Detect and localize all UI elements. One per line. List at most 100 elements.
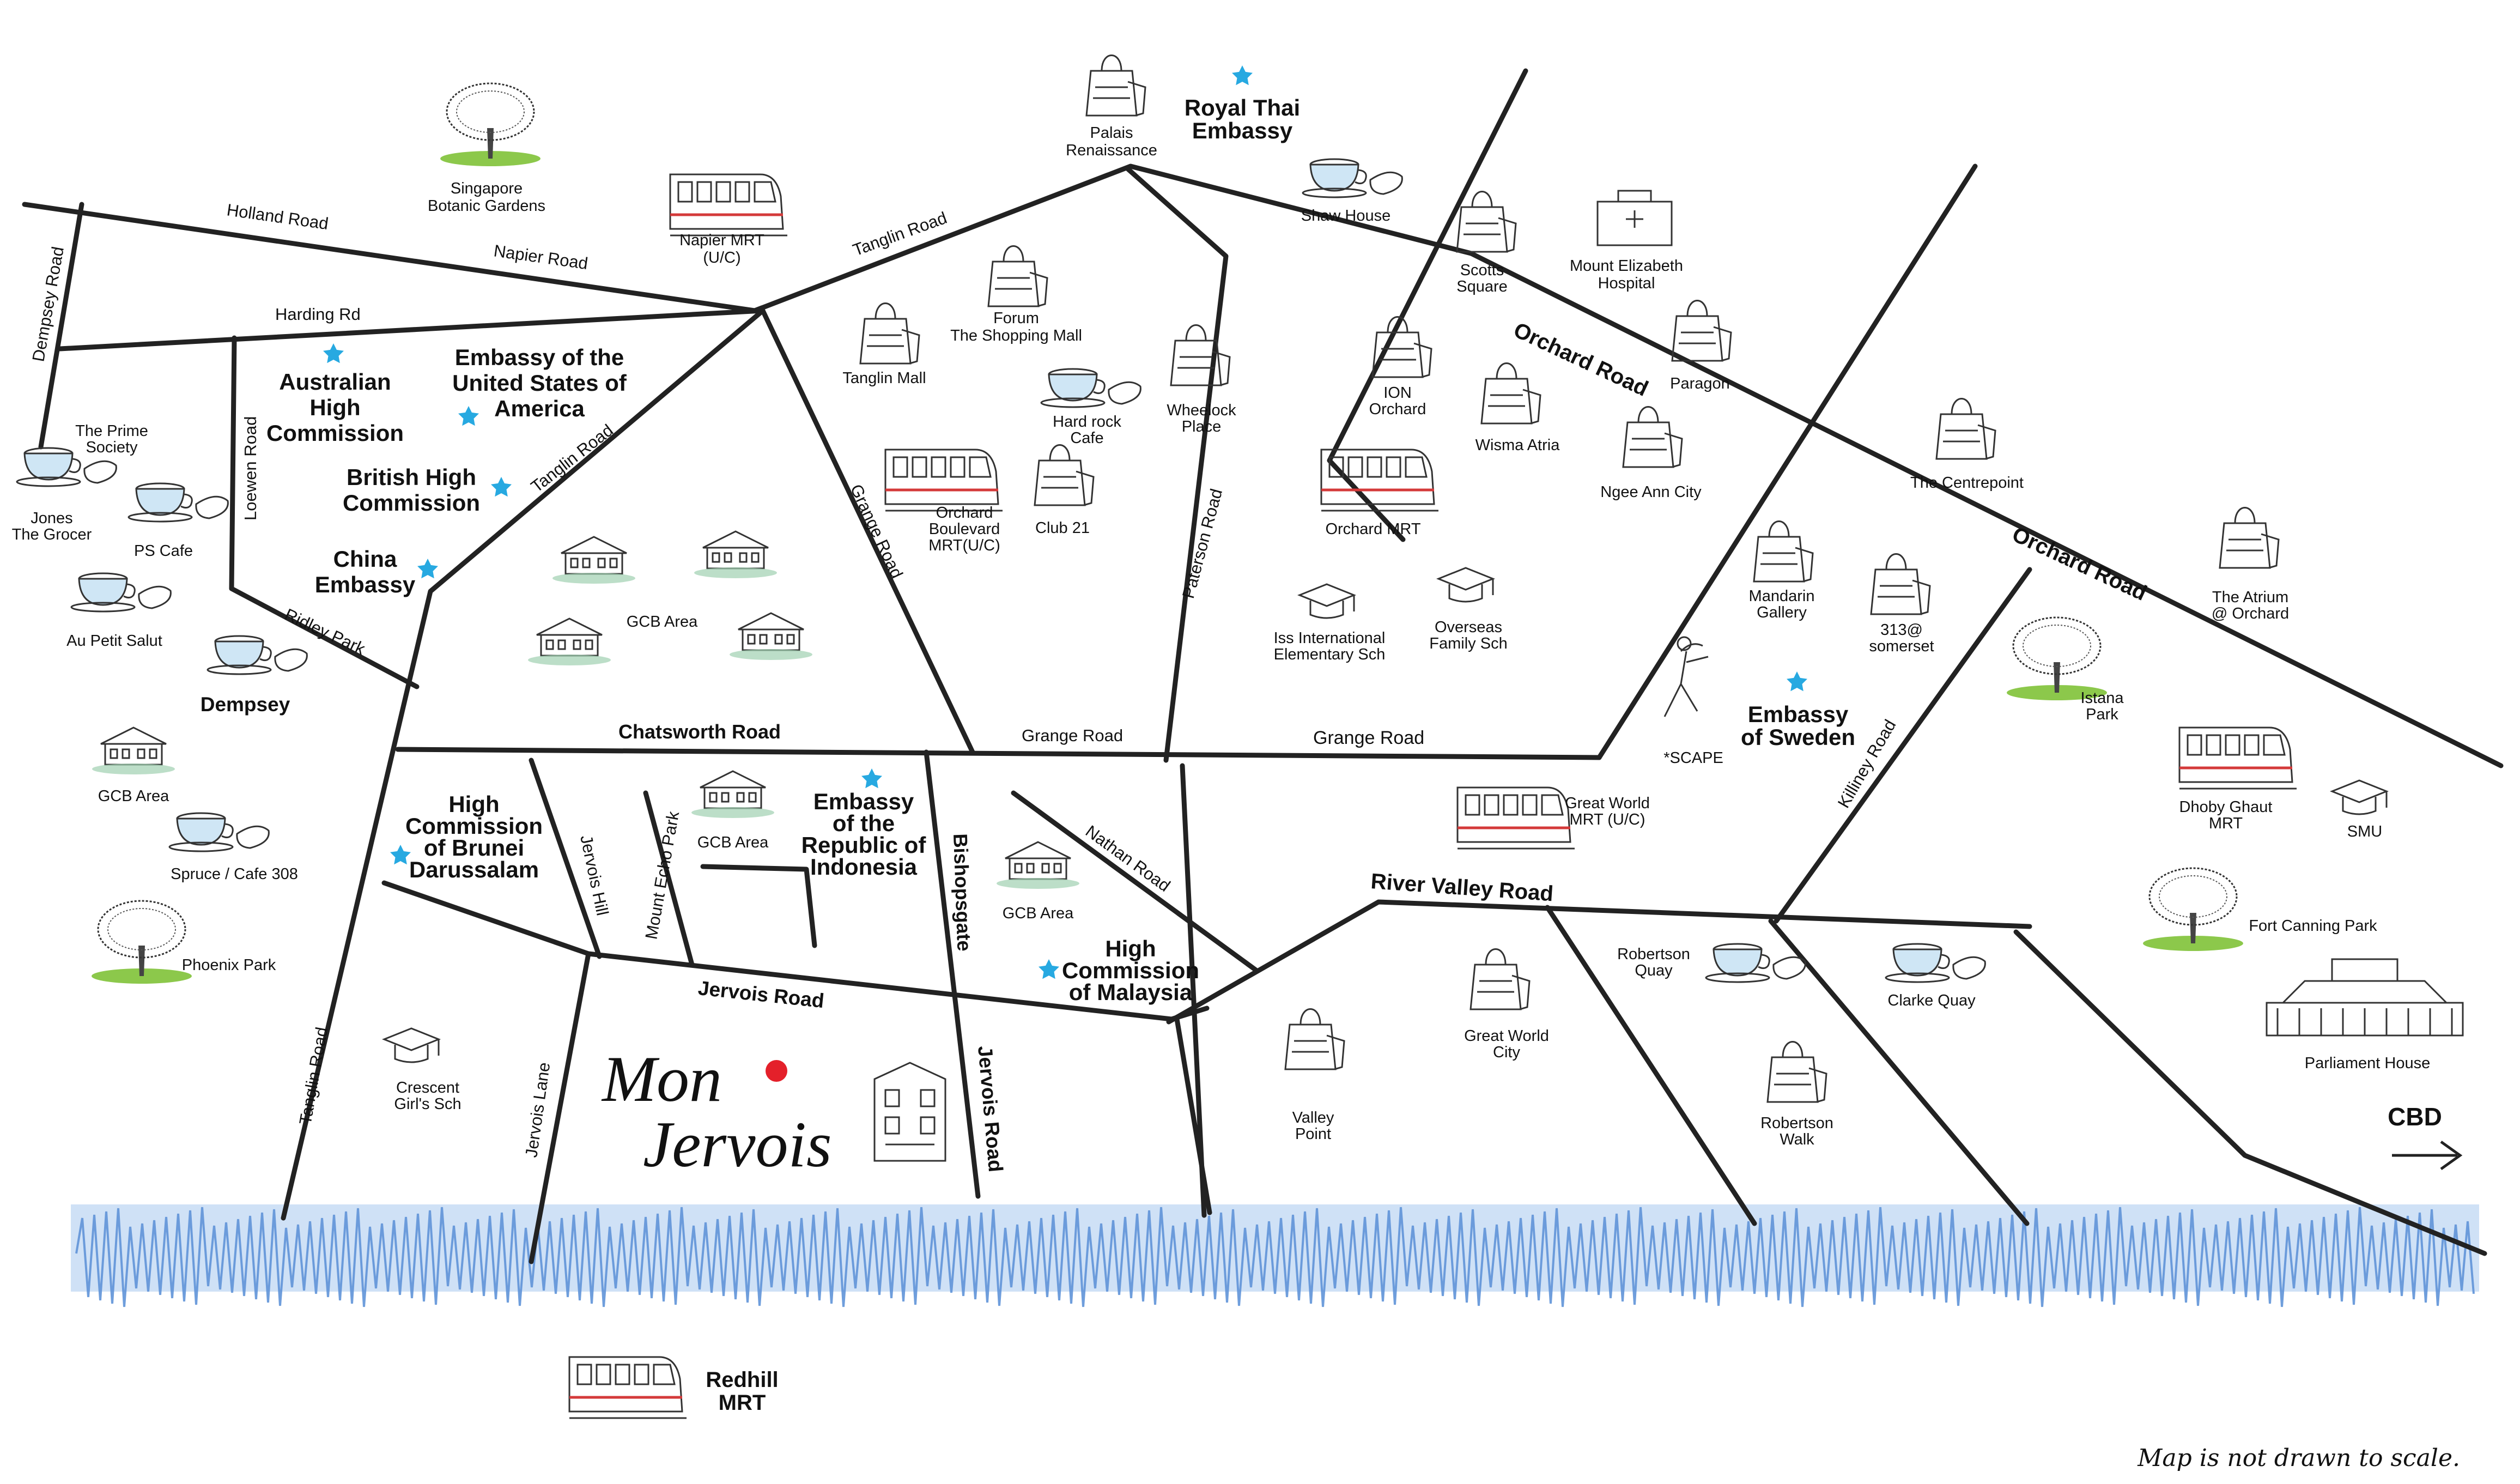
place-label: The Shopping Mall — [950, 327, 1082, 344]
place-label: of Sweden — [1741, 724, 1855, 750]
place-label: Family Sch — [1429, 635, 1507, 652]
place-label: Commission — [343, 490, 480, 516]
gcb-house-icon — [551, 536, 636, 585]
road-label: Jervois Road — [974, 1045, 1007, 1173]
place-label: Phoenix Park — [182, 956, 276, 974]
overseas-school-icon — [1437, 567, 1494, 603]
place-label: Clarke Quay — [1887, 992, 1976, 1009]
place-label: China — [333, 546, 397, 572]
road-label: Tanglin Road — [850, 208, 949, 260]
place-label: Girl's Sch — [394, 1095, 461, 1113]
botanic-tree-icon — [439, 82, 542, 167]
mandarin-bag-icon — [1753, 520, 1814, 583]
smu-school-icon — [2331, 779, 2388, 815]
place-label: of Malaysia — [1069, 979, 1193, 1005]
svg-text:313@somerset: 313@somerset — [1869, 621, 1934, 655]
place-label: Robertson — [1617, 946, 1690, 963]
place-label: Commission — [266, 420, 404, 446]
road-label: Loewen Road — [241, 416, 260, 520]
gcb-house-icon — [728, 612, 813, 661]
road-label: Grange Road — [1022, 726, 1123, 745]
place-label: Australian — [279, 369, 391, 395]
dhoby-train-icon — [2179, 728, 2297, 789]
place-label: Robertson — [1760, 1114, 1833, 1132]
logo-word-mon: Mon — [601, 1043, 722, 1115]
place-label: Tanglin Mall — [842, 370, 926, 387]
star-icon — [861, 768, 882, 789]
paragon-bag-icon — [1671, 300, 1732, 362]
gcb-house-icon — [693, 530, 778, 579]
gcb-nathan-house-icon — [995, 841, 1080, 890]
place-label: Place — [1182, 418, 1222, 435]
road-label: Jervois Lane — [521, 1061, 554, 1159]
place-label: British High — [347, 464, 476, 490]
place-label: Embassy — [1192, 118, 1293, 143]
map-icons — [16, 54, 2464, 1419]
place-label: Hard rock — [1053, 413, 1121, 431]
road-label: Orchard Road — [2008, 522, 2150, 605]
scape-figure-icon — [1663, 636, 1709, 717]
place-label: Parliament House — [2305, 1055, 2431, 1072]
place-label: Palais — [1090, 124, 1133, 142]
redhill-train-icon — [569, 1357, 687, 1418]
road-label: Jervois Road — [697, 977, 825, 1012]
cbd-arrow-icon — [2392, 1140, 2463, 1171]
dempsey-cup-icon — [207, 635, 308, 675]
star-icon — [1039, 959, 1059, 979]
place-label: The Prime — [75, 422, 148, 440]
place-label: GCB Area — [98, 788, 169, 805]
place-label: Orchard — [936, 504, 993, 522]
road-label: Ridley Park — [282, 605, 368, 659]
place-label: Walk — [1780, 1131, 1814, 1148]
place-label: GCB Area — [627, 613, 698, 631]
place-label: MRT — [719, 1391, 766, 1415]
place-label: Cafe — [1070, 429, 1103, 447]
place-label: Boulevard — [929, 520, 1000, 538]
place-label: SMU — [2347, 823, 2382, 840]
place-label: The Atrium — [2212, 589, 2288, 606]
centrepoint-bag-icon — [1935, 398, 1996, 460]
place-label: Spruce / Cafe 308 — [171, 865, 298, 883]
svg-text:The Atrium@ Orchard: The Atrium@ Orchard — [2212, 589, 2289, 622]
road-label: Bishopsgate — [949, 833, 976, 952]
place-label: Embassy of the — [455, 344, 624, 370]
place-label: Mandarin — [1749, 587, 1815, 605]
road-label: Chatsworth Road — [618, 720, 781, 743]
place-label: Mount Elizabeth — [1570, 257, 1683, 275]
place-label: Park — [2086, 706, 2118, 723]
place-label: United States of — [452, 370, 627, 396]
phoenix-tree-icon — [90, 900, 193, 985]
place-label: Point — [1295, 1125, 1331, 1143]
istana-tree-icon — [2006, 616, 2108, 701]
fortcanning-tree-icon — [2142, 867, 2244, 952]
place-label: CBD — [2388, 1103, 2442, 1131]
gcb-west-house-icon — [91, 726, 176, 776]
place-label: Orchard MRT — [1325, 520, 1420, 538]
place-label: PS Cafe — [134, 542, 193, 560]
place-label: Indonesia — [810, 854, 918, 880]
place-label: Gallery — [1757, 604, 1807, 621]
atrium-bag-icon — [2219, 507, 2280, 569]
star-icon — [417, 559, 438, 579]
scale-note: Map is not drawn to scale. — [2137, 1444, 2460, 1472]
place-label: Hospital — [1598, 275, 1655, 292]
place-label: Napier MRT — [679, 232, 764, 249]
place-label: MRT (U/C) — [1569, 811, 1645, 828]
place-label: MRT — [2209, 815, 2243, 832]
